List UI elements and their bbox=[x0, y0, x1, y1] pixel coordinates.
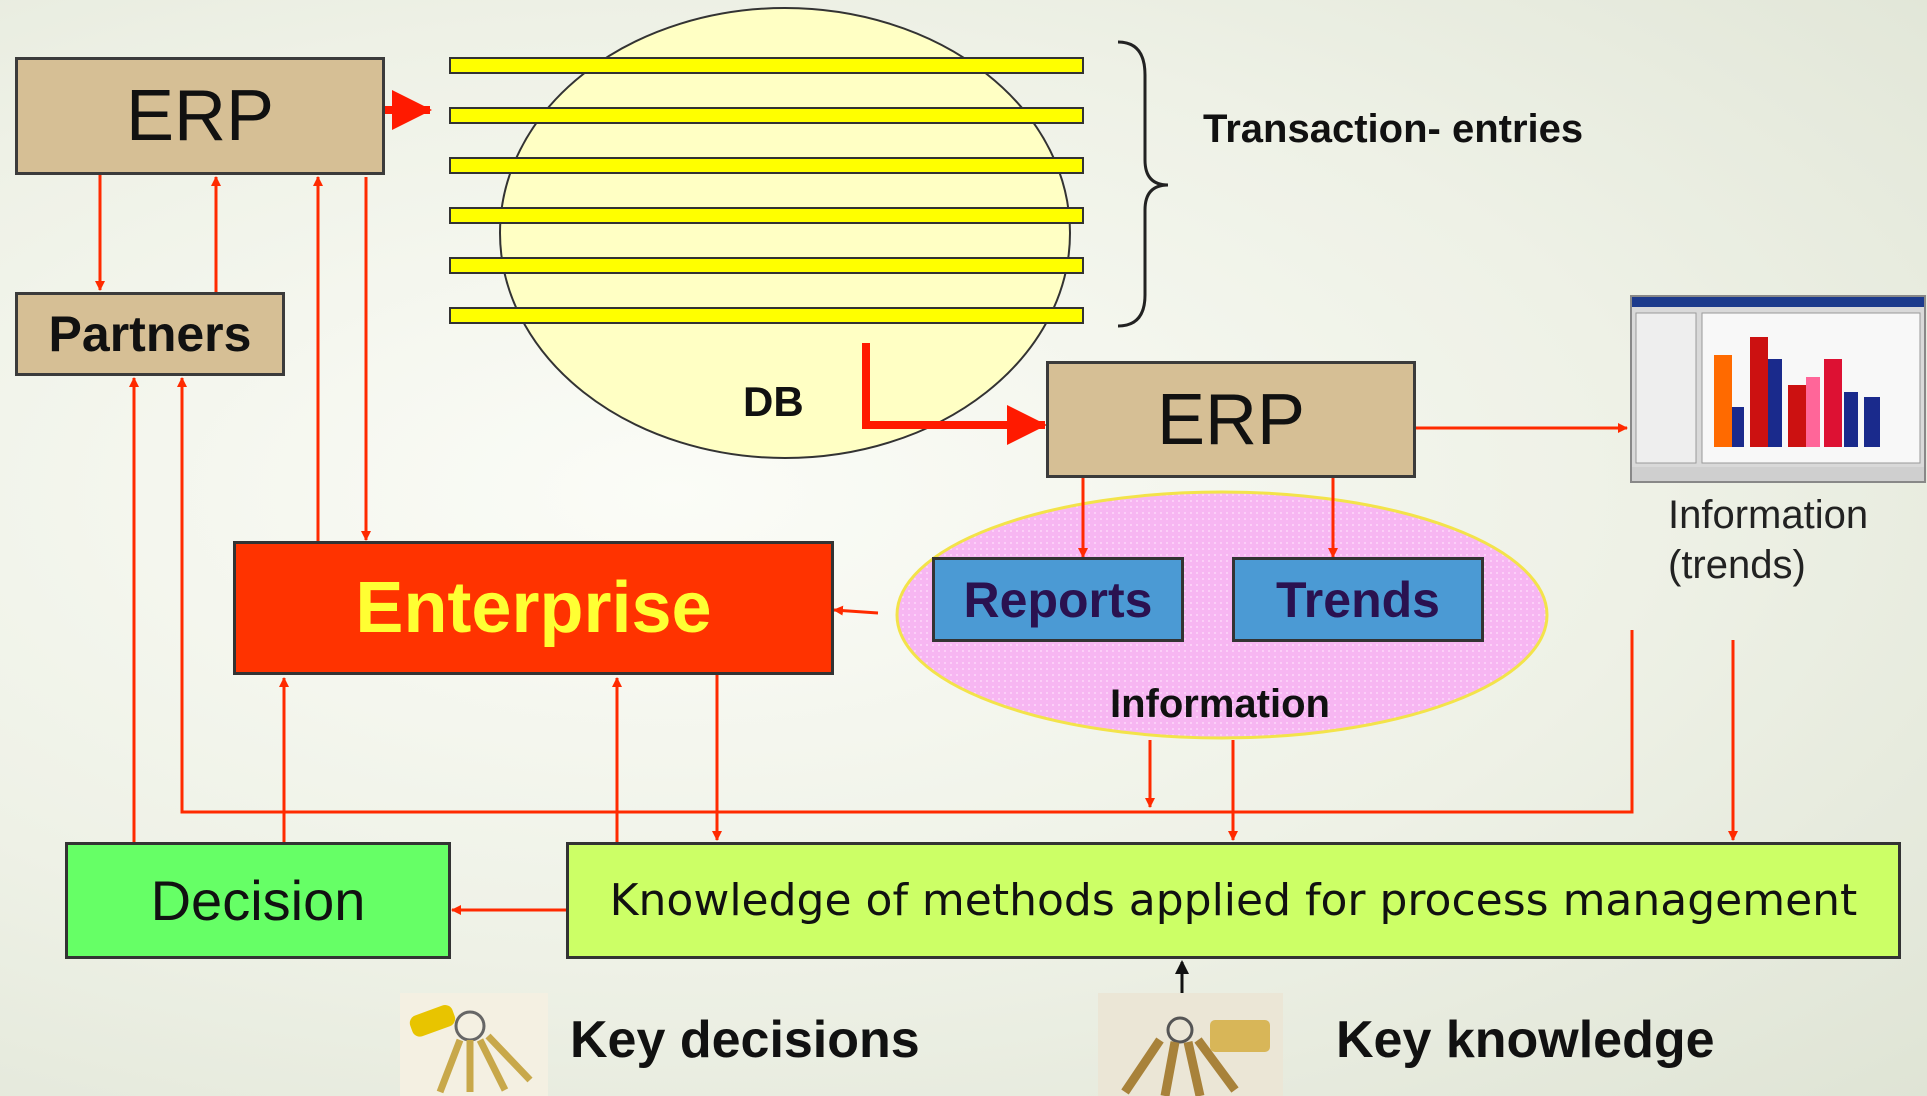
arrow-loop-to-partners bbox=[177, 377, 1634, 814]
information-label: Information bbox=[1110, 682, 1330, 726]
trends-label: Trends bbox=[1276, 571, 1440, 628]
key-knowledge-label: Key knowledge bbox=[1336, 1011, 1715, 1069]
key-decisions-label: Key decisions bbox=[570, 1011, 920, 1069]
trends-chart-image bbox=[1630, 295, 1926, 483]
information-trends-line2: (trends) bbox=[1668, 543, 1806, 587]
arrow-db-to-erp bbox=[862, 343, 1047, 445]
decision-label: Decision bbox=[150, 869, 366, 932]
erp-top-box: ERP bbox=[15, 57, 385, 175]
key-knowledge-image bbox=[1098, 993, 1283, 1096]
knowledge-label: Knowledge of methods applied for process… bbox=[609, 875, 1858, 926]
transaction-entries-label: Transaction- entries bbox=[1203, 107, 1584, 151]
transaction-brace bbox=[1117, 40, 1169, 328]
erp-middle-box: ERP bbox=[1046, 361, 1416, 478]
erp-middle-label: ERP bbox=[1156, 379, 1306, 460]
information-trends-line1: Information bbox=[1668, 493, 1869, 537]
partners-box: Partners bbox=[15, 292, 285, 376]
reports-box: Reports bbox=[932, 557, 1184, 642]
information-ellipse bbox=[895, 490, 1549, 740]
trends-box: Trends bbox=[1232, 557, 1484, 642]
reports-label: Reports bbox=[963, 571, 1153, 628]
enterprise-label: Enterprise bbox=[355, 568, 712, 648]
arrow-info-to-enterprise bbox=[833, 605, 879, 616]
enterprise-box: Enterprise bbox=[233, 541, 834, 675]
key-decisions-image bbox=[400, 993, 548, 1096]
knowledge-box: Knowledge of methods applied for process… bbox=[566, 842, 1901, 959]
information-trends-caption: Information (trends) bbox=[1668, 490, 1868, 590]
erp-top-label: ERP bbox=[125, 76, 275, 156]
decision-box: Decision bbox=[65, 842, 451, 959]
db-label: DB bbox=[743, 378, 804, 425]
transaction-stripes bbox=[449, 57, 1084, 324]
partners-label: Partners bbox=[48, 306, 252, 362]
